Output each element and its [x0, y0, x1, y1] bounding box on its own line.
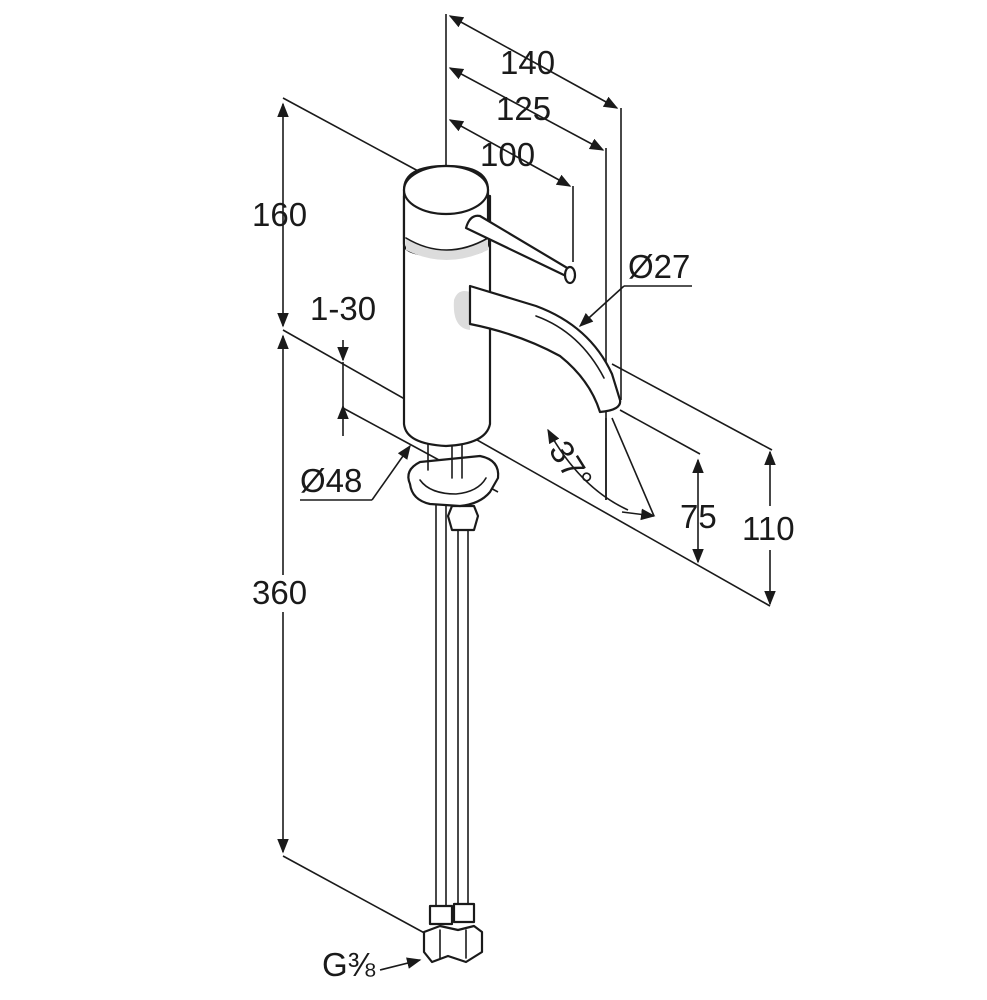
faucet-body [402, 164, 622, 964]
faucet-spout [453, 284, 622, 414]
supply-hoses [422, 469, 484, 964]
label-125: 125 [496, 90, 551, 127]
label-1-30: 1-30 [310, 290, 376, 327]
label-spout-diameter: Ø27 [628, 248, 690, 285]
dimension-lines [277, 14, 776, 971]
dimension-labels: 140 125 100 160 1-30 Ø27 Ø48 37° 75 110 … [252, 44, 795, 983]
faucet-lever [464, 214, 577, 285]
label-75: 75 [680, 498, 717, 535]
label-base-diameter: Ø48 [300, 462, 362, 499]
faucet-cylinder [402, 164, 492, 448]
label-160: 160 [252, 196, 307, 233]
label-110: 110 [742, 510, 795, 547]
label-100: 100 [480, 136, 535, 173]
label-thread: G⅜ [322, 946, 376, 983]
label-140: 140 [500, 44, 555, 81]
label-360: 360 [252, 574, 307, 611]
mounting-bracket [407, 443, 500, 508]
